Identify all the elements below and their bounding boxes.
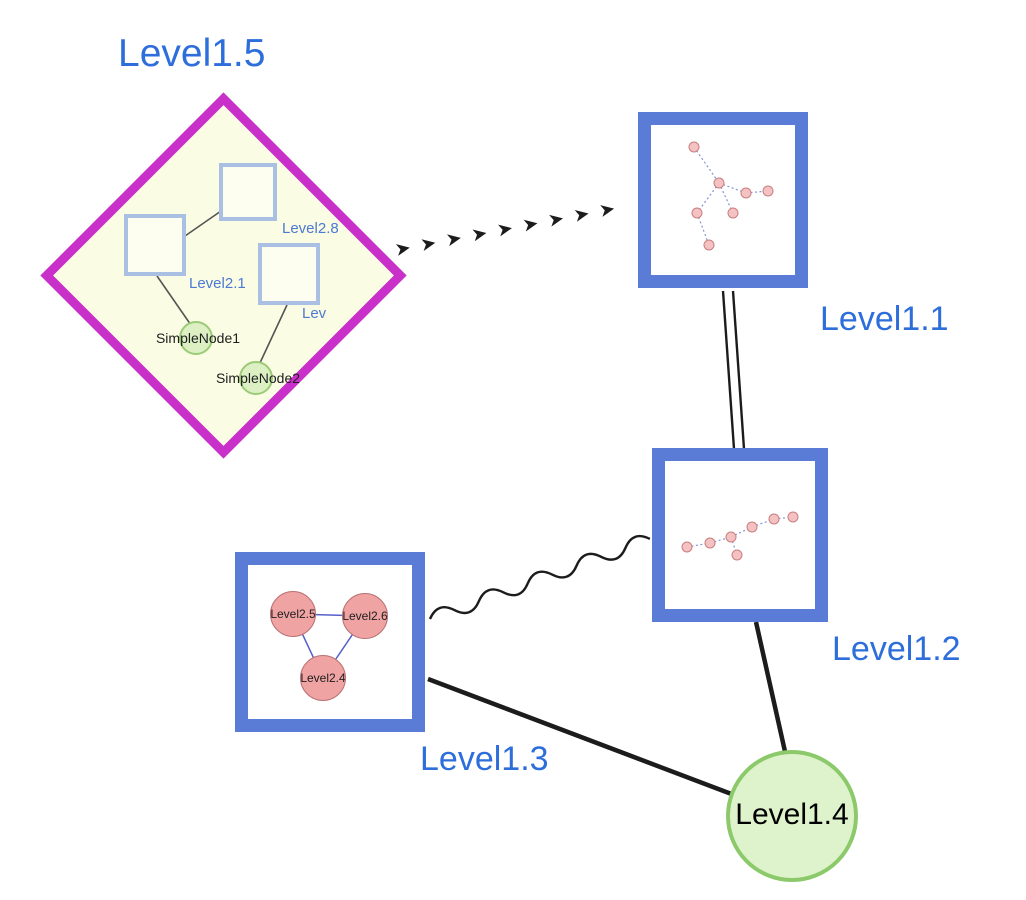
level2-6-label: Level2.6 (342, 609, 388, 623)
edge-level1-1-to-level1-2[interactable] (721, 290, 746, 450)
level1-3-label: Level1.3 (420, 740, 549, 778)
graph-node[interactable] (746, 521, 758, 533)
node-level2-truncated[interactable] (258, 243, 320, 305)
node-level1-4[interactable] (726, 750, 858, 882)
mini-graph-edges (693, 146, 769, 246)
level2-1-label: Level2.1 (189, 275, 246, 292)
graph-node[interactable] (740, 187, 752, 199)
graph-node[interactable] (731, 549, 743, 561)
node-level2-6[interactable]: Level2.6 (342, 593, 388, 639)
level2-8-label: Level2.8 (282, 220, 339, 237)
simplenode2-label: SimpleNode2 (215, 370, 301, 386)
graph-node[interactable] (762, 185, 774, 197)
level2-4-label: Level2.4 (300, 671, 346, 685)
edge-level1-5-to-level1-1[interactable] (395, 203, 615, 256)
node-level1-3[interactable]: Level2.5 Level2.6 Level2.4 (235, 552, 425, 732)
level1-1-label: Level1.1 (820, 300, 949, 338)
level1-5-label: Level1.5 (118, 32, 266, 75)
graph-node[interactable] (703, 239, 715, 251)
node-simplenode1[interactable] (179, 321, 213, 355)
mini-graph-level1-2 (681, 511, 799, 561)
simplenode1-label: SimpleNode1 (155, 330, 241, 346)
graph-node[interactable] (768, 513, 780, 525)
mini-graph-level1-1 (688, 141, 774, 251)
graph-node[interactable] (688, 141, 700, 153)
node-level2-4[interactable]: Level2.4 (300, 655, 346, 701)
node-simplenode2[interactable] (239, 361, 273, 395)
graph-node[interactable] (787, 511, 799, 523)
node-level1-2[interactable] (652, 448, 828, 622)
node-level2-1[interactable] (124, 214, 186, 276)
edge-level1-2-to-level1-4[interactable] (753, 621, 789, 757)
inner-edges-level1-5 (156, 210, 288, 366)
graph-node[interactable] (704, 537, 716, 549)
edge-level1-3-to-level1-4[interactable] (427, 676, 743, 801)
graph-node[interactable] (681, 541, 693, 553)
level2-truncated-label: Lev (302, 305, 327, 322)
node-level1-1[interactable] (638, 112, 808, 288)
level1-4-label: Level1.4 (735, 798, 849, 831)
graph-node[interactable] (691, 207, 703, 219)
level2-5-label: Level2.5 (270, 607, 316, 621)
node-level2-8[interactable] (219, 163, 277, 221)
edge-level1-3-to-level1-2[interactable] (428, 532, 653, 625)
graph-node[interactable] (713, 177, 725, 189)
node-level2-5[interactable]: Level2.5 (270, 591, 316, 637)
level1-2-label: Level1.2 (832, 630, 961, 668)
graph-node[interactable] (727, 207, 739, 219)
graph-node[interactable] (725, 531, 737, 543)
